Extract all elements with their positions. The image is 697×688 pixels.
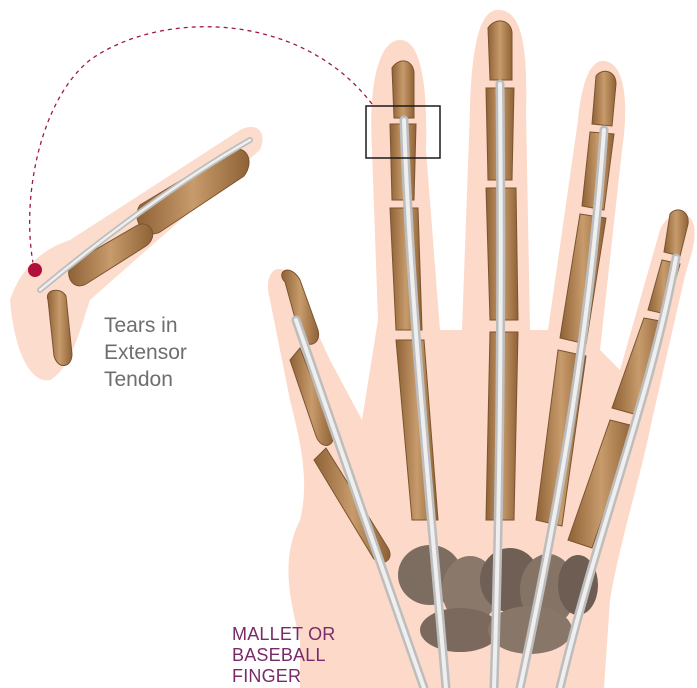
- tear-marker-icon: [28, 263, 42, 277]
- tear-annotation: Tears in Extensor Tendon: [104, 312, 187, 393]
- annotation-line-3: Tendon: [104, 366, 187, 393]
- title-line-2: BASEBALL: [232, 645, 336, 666]
- title-line-1: MALLET OR: [232, 624, 336, 645]
- diagram-title: MALLET OR BASEBALL FINGER: [232, 624, 336, 687]
- hand-illustration: [268, 10, 695, 688]
- callout-arc: [30, 27, 372, 268]
- annotation-line-2: Extensor: [104, 339, 187, 366]
- title-line-3: FINGER: [232, 666, 336, 687]
- annotation-line-1: Tears in: [104, 312, 187, 339]
